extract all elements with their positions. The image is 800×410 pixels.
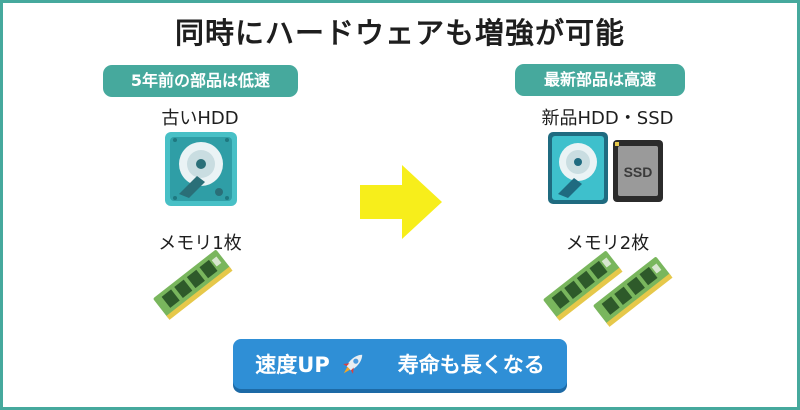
new-parts-badge: 最新部品は高速 — [515, 64, 685, 96]
new-storage-label: 新品HDD・SSD — [541, 108, 674, 129]
ssd-icon-text: SSD — [624, 164, 653, 180]
old-parts-badge: 5年前の部品は低速 — [103, 65, 298, 97]
rocket-icon — [342, 354, 362, 374]
ram-module-icon — [153, 250, 233, 320]
arrow-right-icon — [360, 165, 442, 239]
hard-disk-icon — [165, 132, 237, 206]
page-title: 同時にハードウェアも増強が可能 — [174, 16, 625, 50]
new-memory-label: メモリ2枚 — [565, 233, 650, 254]
ram-module-icon — [543, 251, 623, 321]
lifespan-text: 寿命も長くなる — [397, 353, 545, 377]
old-hdd-label: 古いHDD — [161, 108, 239, 129]
speed-up-text: 速度UP — [255, 353, 330, 377]
speed-up-banner[interactable]: 速度UP 寿命も長くなる — [233, 339, 567, 389]
old-memory-label: メモリ1枚 — [158, 233, 242, 254]
ssd-icon: SSD — [613, 140, 663, 202]
hard-disk-icon — [548, 132, 608, 204]
ram-module-icon — [593, 257, 673, 327]
